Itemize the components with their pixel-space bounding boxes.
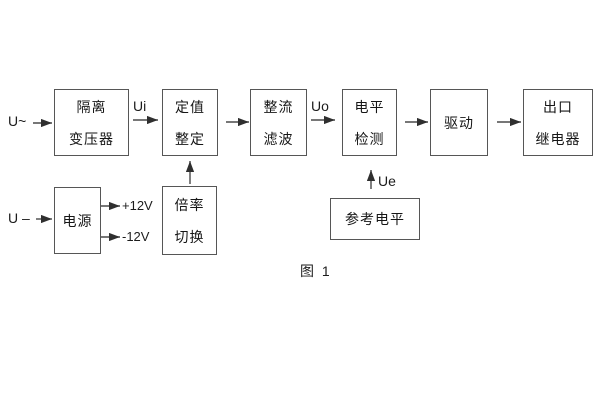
block-label: 定值 bbox=[175, 98, 205, 115]
input-ac-label: U~ bbox=[8, 113, 27, 129]
signal-ui-label: Ui bbox=[133, 98, 147, 114]
block-isolation-transformer: 隔离 变压器 bbox=[54, 89, 129, 156]
block-label: 检测 bbox=[354, 130, 385, 147]
block-label: 参考电平 bbox=[345, 211, 405, 227]
block-label: 整流 bbox=[263, 98, 294, 115]
block-label: 出口 bbox=[543, 98, 573, 115]
signal-ue-label: Ue bbox=[378, 173, 396, 189]
block-ratio-switch: 倍率 切换 bbox=[162, 186, 217, 255]
signal-uo-label: Uo bbox=[311, 98, 329, 114]
block-label: 滤波 bbox=[263, 130, 294, 147]
block-label: 切换 bbox=[174, 228, 205, 245]
block-label: 继电器 bbox=[535, 130, 581, 147]
block-output-relay: 出口 继电器 bbox=[523, 89, 593, 156]
block-label: 电平 bbox=[354, 98, 385, 115]
block-reference-level: 参考电平 bbox=[330, 198, 420, 240]
block-label: 隔离 bbox=[76, 98, 107, 115]
block-driver: 驱动 bbox=[430, 89, 488, 156]
block-level-detection: 电平 检测 bbox=[342, 89, 397, 156]
block-label: 整定 bbox=[175, 130, 205, 147]
rail-minus12v-label: -12V bbox=[122, 229, 150, 244]
block-label: 变压器 bbox=[69, 130, 114, 147]
block-power-supply: 电源 bbox=[54, 187, 101, 254]
block-value-setting: 定值 整定 bbox=[162, 89, 218, 156]
block-label: 电源 bbox=[62, 212, 93, 229]
block-label: 倍率 bbox=[174, 196, 205, 213]
block-label: 驱动 bbox=[444, 114, 474, 131]
figure-caption: 图 1 bbox=[300, 263, 332, 279]
input-dc-label: U – bbox=[8, 210, 30, 226]
rail-plus12v-label: +12V bbox=[122, 198, 153, 213]
block-rectifier-filter: 整流 滤波 bbox=[250, 89, 307, 156]
